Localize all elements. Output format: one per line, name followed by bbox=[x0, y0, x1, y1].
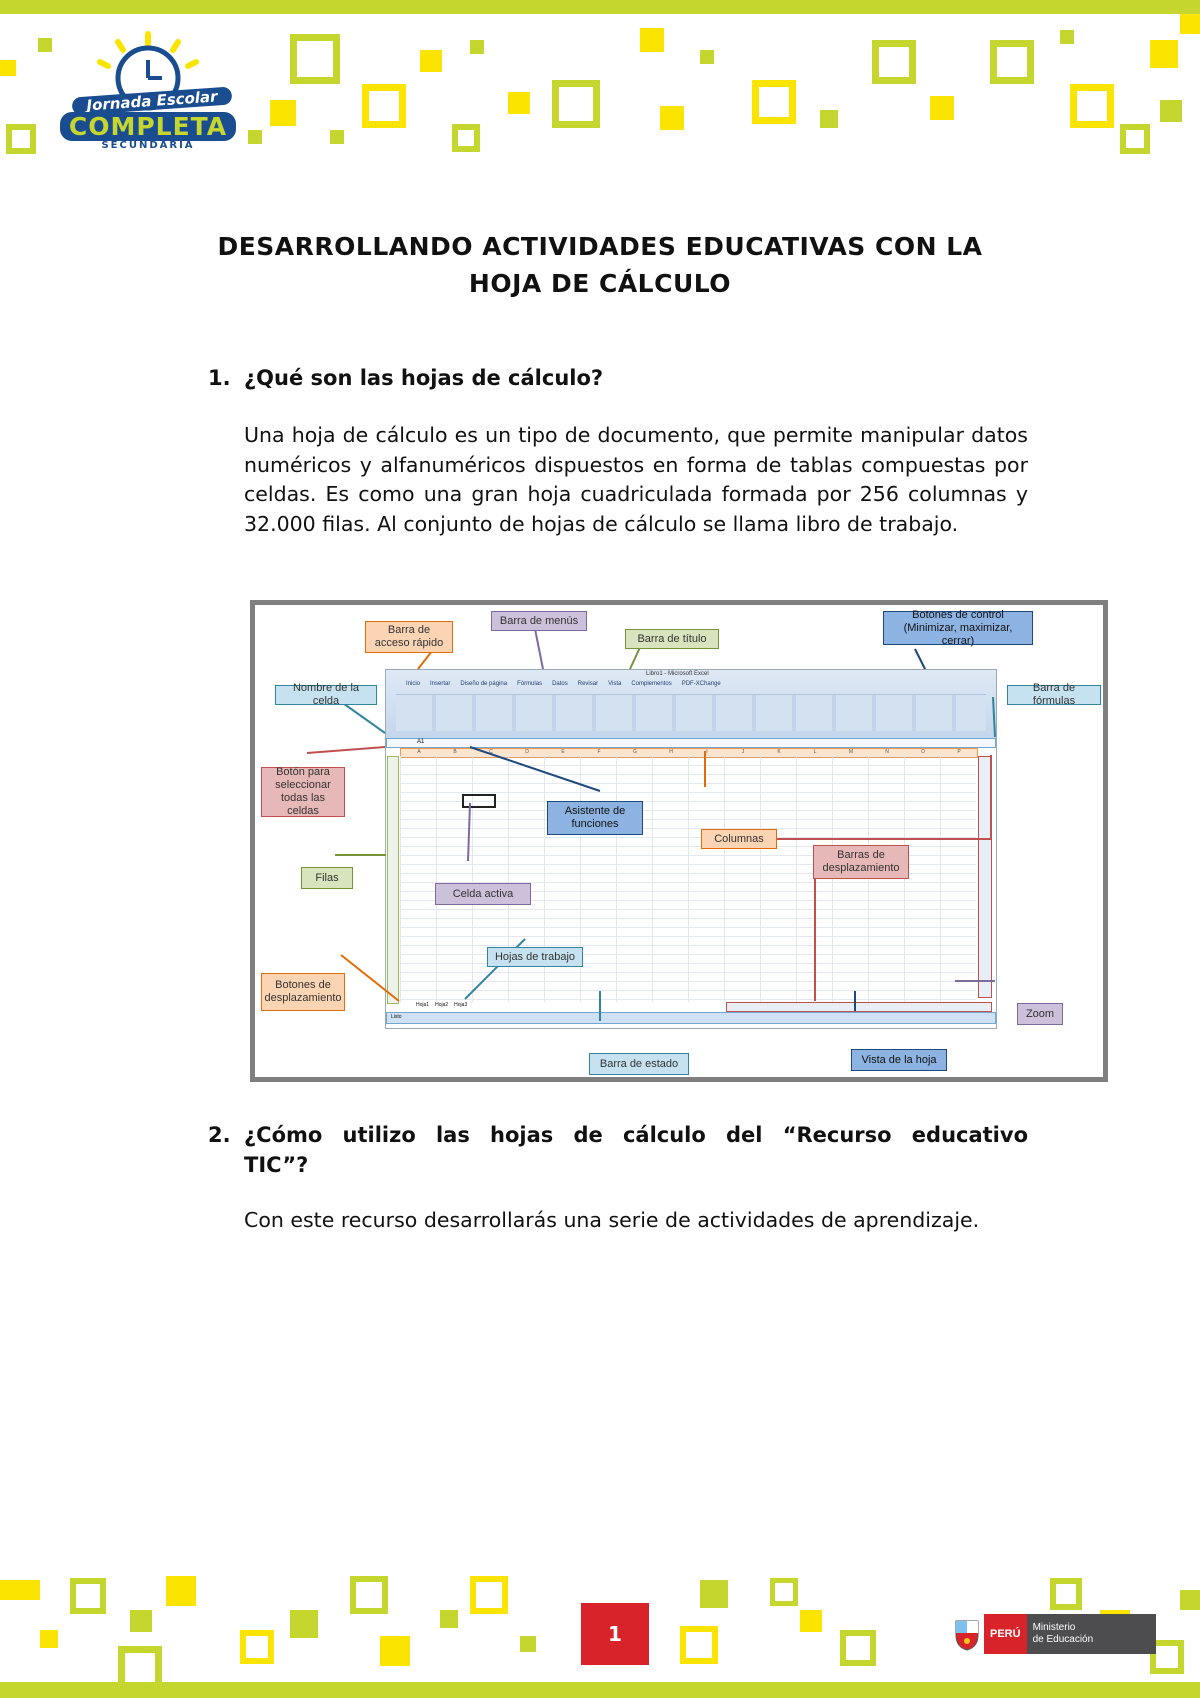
col-header: P bbox=[957, 749, 961, 755]
col-header: M bbox=[848, 749, 854, 755]
name-box: A1 bbox=[417, 739, 425, 745]
col-header: K bbox=[777, 749, 781, 755]
section-1-question: ¿Qué son las hojas de cálculo? bbox=[244, 366, 604, 390]
active-cell bbox=[462, 794, 496, 808]
excel-annotated-figure: Libro1 - Microsoft Excel Inicio Insertar… bbox=[250, 600, 1108, 1082]
peru-shield-icon bbox=[950, 1614, 984, 1654]
horizontal-scrollbar bbox=[726, 1002, 992, 1012]
excel-ribbon: Libro1 - Microsoft Excel Inicio Insertar… bbox=[386, 670, 996, 738]
callout-zoom: Zoom bbox=[1017, 1003, 1063, 1025]
section-2-heading: 2. ¿Cómo utilizo las hojas de cálculo de… bbox=[208, 1120, 1028, 1180]
callout-connectors bbox=[306, 628, 996, 1021]
section-1-body: Una hoja de cálculo es un tipo de docume… bbox=[244, 423, 1028, 536]
excel-window: Libro1 - Microsoft Excel Inicio Insertar… bbox=[385, 669, 997, 1029]
callout-barra-acceso-rapido: Barra de acceso rápido bbox=[365, 621, 453, 653]
callout-hojas-trabajo: Hojas de trabajo bbox=[487, 947, 583, 967]
col-header: N bbox=[885, 749, 889, 755]
tab-formulas: Fórmulas bbox=[517, 681, 543, 687]
excel-window-title: Libro1 - Microsoft Excel bbox=[646, 671, 709, 677]
callout-barras-desplazamiento: Barras de desplazamiento bbox=[813, 845, 909, 879]
tab-revisar: Revisar bbox=[577, 681, 599, 687]
document-title: DESARROLLANDO ACTIVIDADES EDUCATIVAS CON… bbox=[150, 228, 1050, 302]
col-header: L bbox=[813, 749, 817, 755]
col-header: C bbox=[489, 749, 493, 755]
logo-line2: COMPLETA bbox=[60, 112, 236, 141]
col-header: D bbox=[525, 749, 529, 755]
ministry-label: Ministerio de Educación bbox=[1026, 1614, 1156, 1654]
vertical-scrollbar bbox=[978, 756, 992, 998]
callout-columnas: Columnas bbox=[701, 829, 777, 849]
page-number: 1 bbox=[581, 1603, 649, 1665]
title-line1: DESARROLLANDO ACTIVIDADES EDUCATIVAS CON… bbox=[217, 232, 983, 261]
col-header: E bbox=[561, 749, 565, 755]
tab-datos: Datos bbox=[552, 681, 568, 687]
section-1-heading: 1. ¿Qué son las hojas de cálculo? bbox=[208, 363, 603, 393]
section-1-number: 1. bbox=[208, 366, 231, 390]
tab-vista: Vista bbox=[608, 681, 622, 687]
callout-nombre-celda: Nombre de la celda bbox=[275, 682, 377, 707]
col-header: A bbox=[417, 749, 421, 755]
section-2-number: 2. bbox=[208, 1123, 231, 1147]
formula-bar: A1 bbox=[386, 738, 996, 748]
peru-label: PERÚ bbox=[984, 1614, 1027, 1654]
section-2-question-line2: TIC”? bbox=[244, 1153, 309, 1177]
col-header: H bbox=[669, 749, 673, 755]
tab-pdf: PDF-XChange bbox=[681, 681, 721, 687]
excel-tabs: Inicio Insertar Diseño de página Fórmula… bbox=[406, 681, 721, 687]
sheet-tab: Hoja1 bbox=[416, 1002, 430, 1008]
tab-diseno: Diseño de página bbox=[460, 681, 508, 687]
col-header: O bbox=[921, 749, 925, 755]
col-header: F bbox=[597, 749, 601, 755]
section-2-question-line1: ¿Cómo utilizo las hojas de cálculo del “… bbox=[244, 1123, 1028, 1147]
sheet-tab: Hoja3 bbox=[454, 1002, 468, 1008]
status-text: Listo bbox=[391, 1014, 402, 1020]
ministry-logo: PERÚ Ministerio de Educación bbox=[950, 1614, 1156, 1654]
section-2-body: Con este recurso desarrollarás una serie… bbox=[244, 1208, 980, 1232]
callout-botones-control: Botones de control (Minimizar, maximizar… bbox=[883, 609, 1033, 647]
sheet-tabs: Hoja1 Hoja2 Hoja3 bbox=[416, 1002, 516, 1010]
col-header: B bbox=[453, 749, 457, 755]
callout-filas: Filas bbox=[301, 867, 353, 889]
tab-complementos: Complementos bbox=[631, 681, 672, 687]
title-line2: HOJA DE CÁLCULO bbox=[468, 269, 732, 298]
ministry-line2: de Educación bbox=[1032, 1634, 1094, 1645]
ministry-line1: Ministerio bbox=[1032, 1622, 1076, 1633]
status-bar: Listo bbox=[386, 1012, 996, 1024]
callout-barra-formulas: Barra de fórmulas bbox=[1007, 682, 1101, 707]
callout-asistente-funciones: Asistente de funciones bbox=[547, 801, 643, 835]
header-decoration bbox=[0, 0, 1200, 160]
col-header: G bbox=[633, 749, 637, 755]
callout-celda-activa: Celda activa bbox=[435, 883, 531, 905]
row-headers bbox=[387, 756, 399, 1004]
col-header: J bbox=[741, 749, 745, 755]
callout-botones-desplazamiento: Botones de desplazamiento bbox=[261, 973, 345, 1011]
tab-inicio: Inicio bbox=[406, 681, 421, 687]
callout-barra-titulo: Barra de título bbox=[625, 629, 719, 649]
col-header: I bbox=[706, 749, 708, 755]
callout-barra-menus: Barra de menús bbox=[491, 611, 587, 631]
sheet-tab: Hoja2 bbox=[435, 1002, 449, 1008]
logo-line3: SECUNDARIA bbox=[101, 140, 195, 151]
jec-logo: Jornada Escolar COMPLETA SECUNDARIA bbox=[58, 30, 238, 154]
callout-boton-seleccionar: Botón para seleccionar todas las celdas bbox=[261, 766, 345, 817]
callout-vista-hoja: Vista de la hoja bbox=[851, 1049, 947, 1071]
callout-barra-estado: Barra de estado bbox=[589, 1053, 689, 1075]
tab-insertar: Insertar bbox=[430, 681, 451, 687]
